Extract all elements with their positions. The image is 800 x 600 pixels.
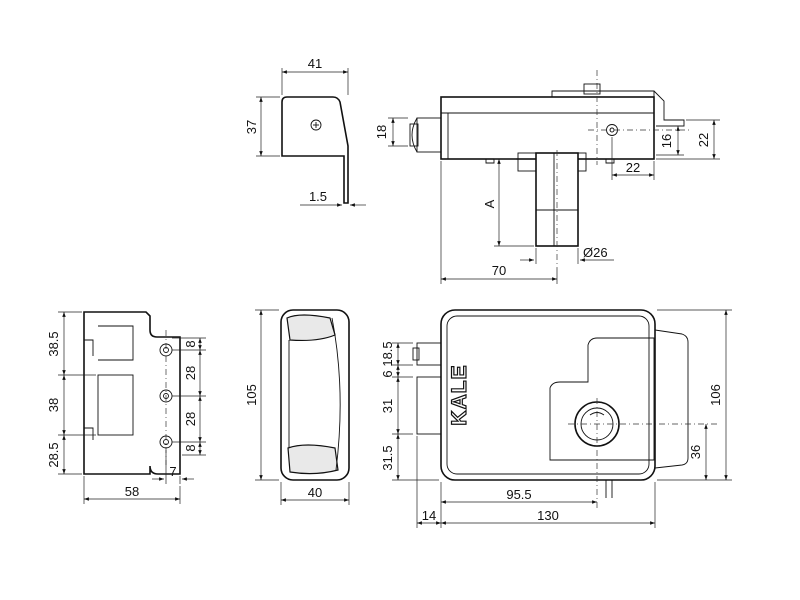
screw-icon [310, 119, 322, 131]
dim-22-horizontal-label: 22 [626, 160, 640, 175]
lock-side-view: 105 40 [244, 309, 350, 505]
lock-front-view: KALE 18.5 6 31 31.5 106 36 95.5 14 130 [380, 309, 732, 528]
strike-front-outline [83, 311, 181, 475]
dim-16-label: 16 [659, 134, 674, 148]
dim-95-5-label: 95.5 [506, 487, 531, 502]
brand-logo-text: KALE [448, 364, 471, 425]
lock-side-outline [280, 309, 350, 481]
dim-18-5-label: 18.5 [380, 341, 395, 366]
dim-28-5-label: 28.5 [46, 442, 61, 467]
dim-6-label: 6 [380, 370, 395, 377]
dim-36-label: 36 [688, 445, 703, 459]
dim-diameter-label: Ø26 [583, 245, 608, 260]
strike-side-view: 41 37 1.5 [244, 56, 366, 207]
dim-38-label: 38 [46, 398, 61, 412]
lock-top-body [440, 96, 655, 160]
dim-1-5-label: 1.5 [309, 189, 327, 204]
dim-7-label: 7 [169, 464, 176, 479]
dim-105-label: 105 [244, 384, 259, 406]
dim-18-label: 18 [374, 125, 389, 139]
dim-14-label: 14 [422, 508, 436, 523]
dim-28-lower-label: 28 [183, 412, 198, 426]
dim-40-label: 40 [308, 485, 322, 500]
strike-front-view: 38.5 38 28.5 8 28 28 8 7 58 [46, 311, 206, 504]
dim-38-5-label: 38.5 [46, 331, 61, 356]
lock-front-body [440, 309, 656, 481]
dim-22-vertical-label: 22 [696, 133, 711, 147]
dim-37-label: 37 [244, 120, 259, 134]
dim-70-label: 70 [492, 263, 506, 278]
dim-130-label: 130 [537, 508, 559, 523]
dim-28-upper-label: 28 [183, 366, 198, 380]
dim-58-label: 58 [125, 484, 139, 499]
dim-106-label: 106 [708, 384, 723, 406]
dim-31-5-label: 31.5 [380, 445, 395, 470]
dim-41-label: 41 [308, 56, 322, 71]
dim-8-top-label: 8 [183, 340, 198, 347]
strike-side-outline [281, 96, 349, 204]
dim-8-bottom-label: 8 [183, 444, 198, 451]
lock-top-view: A 70 Ø26 18 16 22 22 [374, 70, 720, 284]
dim-31-label: 31 [380, 399, 395, 413]
dim-A-label: A [482, 199, 497, 208]
